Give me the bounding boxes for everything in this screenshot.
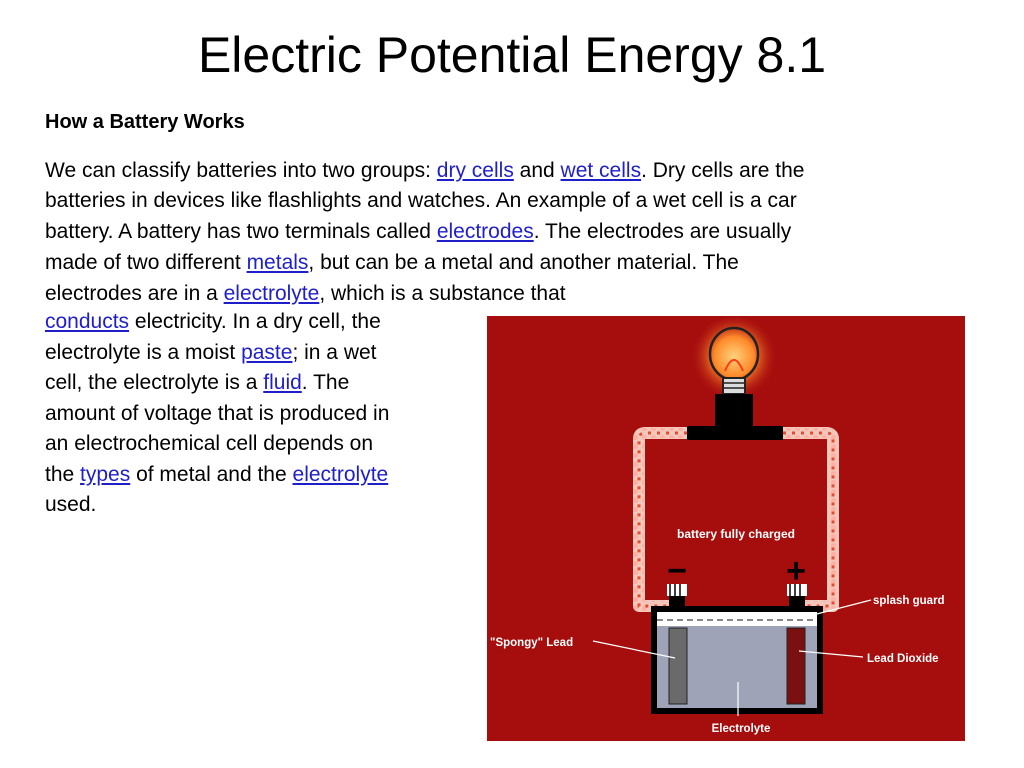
paragraph-line: electrodes are in a electrolyte, which i… [45, 283, 566, 304]
text-segment: We can classify batteries into two group… [45, 159, 437, 182]
lead-dioxide-label: Lead Dioxide [867, 653, 939, 665]
paragraph-line: amount of voltage that is produced in [45, 403, 389, 424]
section-heading: How a Battery Works [45, 111, 245, 133]
text-segment: ; in a wet [292, 341, 377, 364]
wire-loop [633, 427, 839, 612]
text-segment: . The electrodes are usually [533, 220, 792, 243]
link-paste[interactable]: paste [241, 341, 293, 364]
link-electrolyte-2[interactable]: electrolyte [292, 463, 389, 486]
paragraph-line: battery. A battery has two terminals cal… [45, 221, 791, 242]
text-segment: . The [301, 371, 350, 394]
text-segment: the [45, 463, 81, 486]
link-types[interactable]: types [80, 463, 131, 486]
link-electrolyte[interactable]: electrolyte [223, 282, 320, 305]
page-title: Electric Potential Energy 8.1 [197, 27, 827, 83]
link-electrodes[interactable]: electrodes [436, 220, 534, 243]
paragraph-line: conducts electricity. In a dry cell, the [45, 311, 381, 332]
text-segment: cell, the electrolyte is a [45, 371, 264, 394]
bulb-base-plate [687, 426, 783, 440]
text-segment: and [513, 159, 561, 182]
lead-dioxide-pointer [798, 650, 864, 658]
splash-guard-label: splash guard [873, 595, 945, 607]
text-segment: batteries in devices like flashlights an… [45, 189, 797, 212]
text-segment: of metal and the [130, 463, 293, 486]
text-segment: electrolyte is a moist [45, 341, 242, 364]
link-fluid[interactable]: fluid [263, 371, 302, 394]
text-segment: battery. A battery has two terminals cal… [45, 220, 437, 243]
paragraph-line: the types of metal and the electrolyte [45, 464, 388, 485]
text-segment: amount of voltage that is produced in [45, 402, 390, 425]
lead-dioxide-plate [786, 627, 806, 705]
battery-diagram: battery fully charged − + splash guard [487, 316, 965, 741]
text-segment: electricity. In a dry cell, the [129, 310, 381, 333]
electrolyte-label: Electrolyte [712, 723, 771, 735]
minus-sign: − [667, 552, 687, 590]
bulb-socket [715, 394, 753, 426]
text-segment: electrodes are in a [45, 282, 224, 305]
text-segment: an electrochemical cell depends on [45, 432, 374, 455]
text-segment: used. [45, 493, 97, 516]
text-segment: , but can be a metal and another materia… [308, 251, 739, 274]
link-dry-cells[interactable]: dry cells [436, 159, 514, 182]
charge-status-label: battery fully charged [677, 527, 795, 541]
paragraph-line: made of two different metals, but can be… [45, 252, 739, 273]
link-metals[interactable]: metals [246, 251, 309, 274]
paragraph-line: batteries in devices like flashlights an… [45, 190, 797, 211]
spongy-lead-label: "Spongy" Lead [490, 637, 573, 649]
paragraph-line: cell, the electrolyte is a fluid. The [45, 372, 349, 393]
text-segment: . Dry cells are the [641, 159, 805, 182]
link-conducts[interactable]: conducts [45, 310, 130, 333]
text-segment: , which is a substance that [319, 282, 566, 305]
spongy-lead-pointer [592, 640, 676, 659]
paragraph-line: electrolyte is a moist paste; in a wet [45, 342, 377, 363]
text-segment: made of two different [45, 251, 247, 274]
paragraph-line: used. [45, 494, 96, 515]
splash-guard-pointer [808, 599, 872, 617]
link-wet-cells[interactable]: wet cells [560, 159, 642, 182]
paragraph-line: an electrochemical cell depends on [45, 433, 373, 454]
lead-plate [668, 627, 688, 705]
plus-sign: + [786, 552, 806, 590]
light-bulb-icon [690, 317, 778, 405]
paragraph-line: We can classify batteries into two group… [45, 160, 804, 181]
